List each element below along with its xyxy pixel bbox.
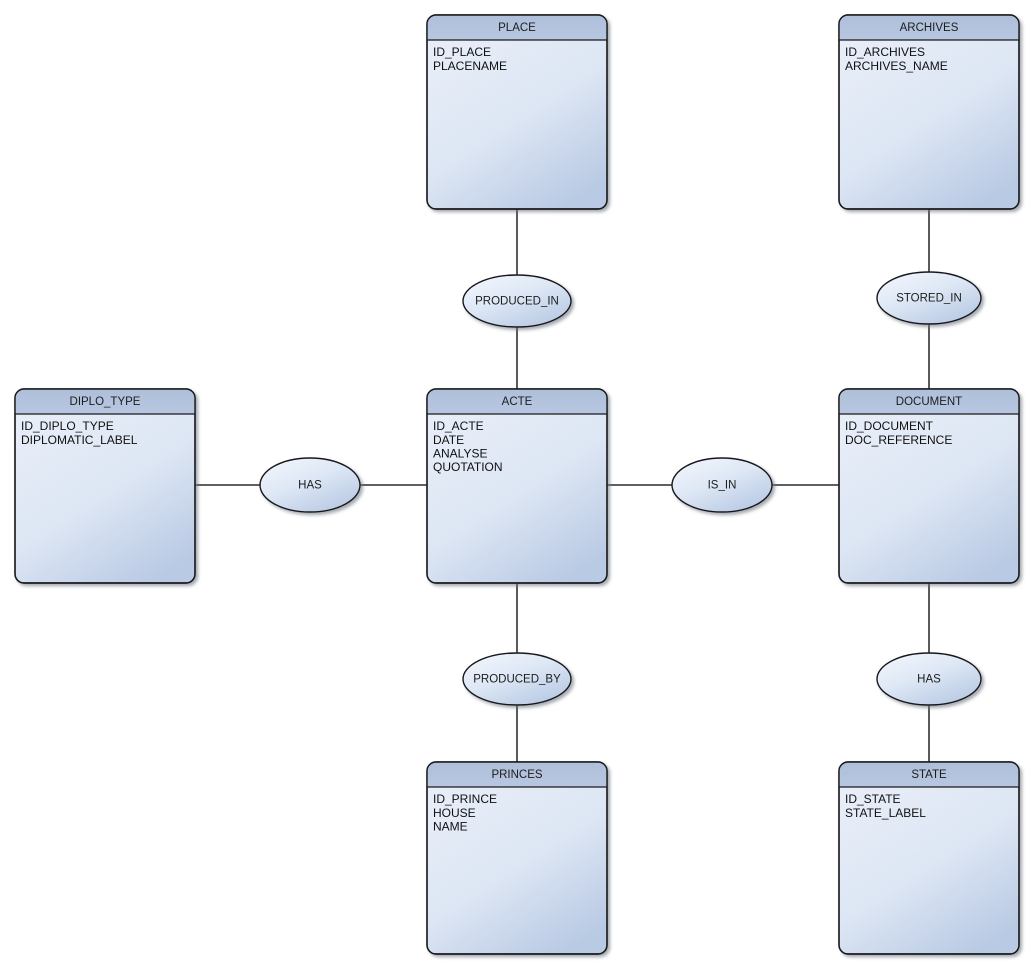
relationship-label: IS_IN xyxy=(708,480,737,492)
relationship-ellipse xyxy=(259,457,361,513)
entity-title: PRINCES xyxy=(491,769,542,781)
entity-header-band xyxy=(427,389,607,414)
entity-attribute: ID_ARCHIVES xyxy=(845,45,925,59)
relationship-label: STORED_IN xyxy=(896,293,962,305)
entity-outline xyxy=(838,388,1020,584)
relationship-has_diplo[interactable]: HAS xyxy=(259,457,361,513)
relationship-label: PRODUCED_BY xyxy=(473,674,561,686)
entity-attribute: ARCHIVES_NAME xyxy=(845,59,948,73)
relationships-layer: PRODUCED_IN STORED_IN HAS IS_IN PRODUCED_BY H… xyxy=(259,271,982,706)
relationship-ellipse xyxy=(876,652,982,706)
entity-header-band xyxy=(427,15,607,40)
entity-attribute: ID_ACTE xyxy=(433,419,484,433)
entity-attribute: ID_PLACE xyxy=(433,45,491,59)
entity-body xyxy=(838,761,1020,955)
entity-title: ARCHIVES xyxy=(900,22,959,34)
entity-header-band xyxy=(15,389,195,414)
entity-outline xyxy=(838,761,1020,955)
entity-header-band xyxy=(839,762,1019,787)
entity-attribute: ANALYSE xyxy=(433,446,487,460)
entity-attribute: STATE_LABEL xyxy=(845,806,926,820)
entity-outline xyxy=(14,388,196,584)
entity-body xyxy=(426,14,608,210)
entity-outline xyxy=(426,388,608,584)
relationship-has_state[interactable]: HAS xyxy=(876,652,982,706)
entity-attribute: PLACENAME xyxy=(433,59,507,73)
entity-body xyxy=(426,388,608,584)
entity-body xyxy=(838,388,1020,584)
relationship-is_in[interactable]: IS_IN xyxy=(671,457,773,513)
entity-header-band xyxy=(839,389,1019,414)
entity-attribute: HOUSE xyxy=(433,806,476,820)
entity-title: PLACE xyxy=(498,22,536,34)
relationship-produced_in[interactable]: PRODUCED_IN xyxy=(462,274,572,328)
relationship-ellipse xyxy=(462,274,572,328)
entity-outline xyxy=(838,14,1020,210)
entity-title: DIPLO_TYPE xyxy=(70,396,141,408)
entity-attribute: DATE xyxy=(433,433,464,447)
entity-attribute: DIPLOMATIC_LABEL xyxy=(21,433,138,447)
entity-attribute: QUOTATION xyxy=(433,460,503,474)
entity-title: ACTE xyxy=(502,396,533,408)
relationship-ellipse xyxy=(671,457,773,513)
entity-outline xyxy=(426,761,608,955)
relationship-stored_in[interactable]: STORED_IN xyxy=(876,271,982,325)
entity-attribute: NAME xyxy=(433,819,468,833)
entity-body xyxy=(838,14,1020,210)
relationship-label: HAS xyxy=(917,674,941,686)
entity-title: DOCUMENT xyxy=(896,396,962,408)
relationship-produced_by[interactable]: PRODUCED_BY xyxy=(462,652,572,706)
entity-outline xyxy=(426,14,608,210)
entity-header-band xyxy=(427,762,607,787)
entity-attribute: ID_DOCUMENT xyxy=(845,419,934,433)
entity-body xyxy=(14,388,196,584)
entity-title: STATE xyxy=(911,769,947,781)
relationship-label: PRODUCED_IN xyxy=(475,296,559,308)
entity-body xyxy=(426,761,608,955)
relationship-label: HAS xyxy=(298,480,322,492)
relationship-ellipse xyxy=(876,271,982,325)
entity-attribute: ID_STATE xyxy=(845,792,901,806)
entity-attribute: DOC_REFERENCE xyxy=(845,433,952,447)
entity-header-band xyxy=(839,15,1019,40)
entity-attribute: ID_PRINCE xyxy=(433,792,497,806)
entity-attribute: ID_DIPLO_TYPE xyxy=(21,419,114,433)
relationship-ellipse xyxy=(462,652,572,706)
